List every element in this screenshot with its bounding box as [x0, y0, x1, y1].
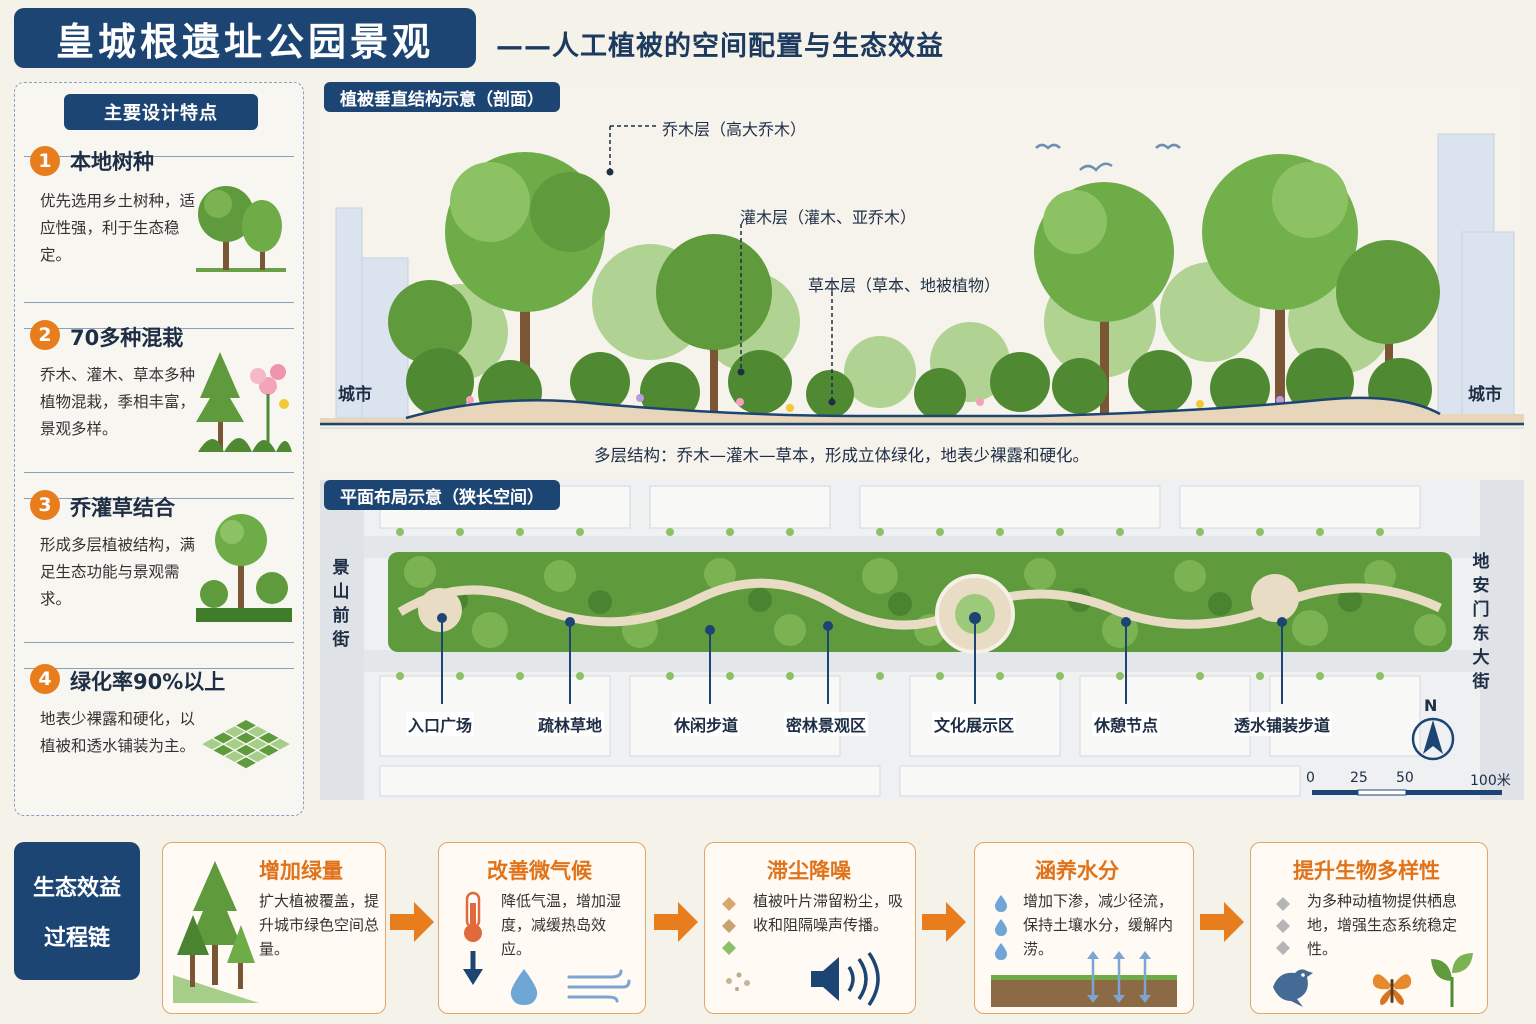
- feature-separator: [24, 156, 294, 157]
- feature-separator: [24, 302, 294, 303]
- benefit-card-dust-noise: 滞尘降噪 植被叶片滞留粉尘，吸收和阻隔噪声传播。: [704, 842, 916, 1014]
- benefit-chain-label: 生态效益 过程链: [14, 842, 140, 980]
- benefit-desc: 增加下渗，减少径流，保持土壤水分，缓解内涝。: [1023, 892, 1174, 958]
- feature-number-3: 3: [30, 490, 60, 520]
- benefit-title: 滞尘降噪: [767, 859, 851, 883]
- zone-rest-node: 休憩节点: [1092, 712, 1161, 736]
- benefit-card-green-volume: 增加绿量 扩大植被覆盖，提升城市绿色空间总量。: [162, 842, 386, 1014]
- arrow-right-icon: [922, 902, 966, 942]
- benefit-desc: 植被叶片滞留粉尘，吸收和阻隔噪声传播。: [753, 892, 904, 934]
- feature-desc-mixed-planting: 乔木、灌木、草本多种植物混栽，季相丰富，景观多样。: [40, 366, 196, 438]
- butterfly-icon: [1372, 974, 1412, 1005]
- arrow-right-icon: [390, 902, 434, 942]
- feature-desc-greening-rate: 地表少裸露和硬化，以植被和透水铺装为主。: [40, 710, 196, 755]
- feature-title-greening-rate: 绿化率90%以上: [70, 670, 226, 694]
- zone-entrance-plaza: 入口广场: [406, 712, 475, 736]
- native-trees-icon: [196, 186, 286, 272]
- arrow-right-icon: [654, 902, 698, 942]
- feature-separator: [24, 668, 294, 669]
- sprout-icon: [1431, 953, 1473, 1007]
- benefit-chain-line2: 过程链: [43, 926, 110, 951]
- zone-culture-display: 文化展示区: [932, 712, 1017, 736]
- scale-label-50: 50: [1396, 770, 1414, 786]
- section-heading: 植被垂直结构示意（剖面）: [324, 82, 560, 112]
- feature-desc-native-trees: 优先选用乡土树种，适应性强，利于生态稳定。: [40, 192, 196, 264]
- feature-title-native-trees: 本地树种: [70, 150, 154, 174]
- vegetation-section-diagram: [320, 82, 1524, 472]
- water-drop-bullets-icon: [994, 895, 1008, 960]
- benefit-desc: 为多种动植物提供栖息地，增强生态系统稳定性。: [1307, 892, 1458, 958]
- page-subtitle: ——人工植被的空间配置与生态效益: [496, 31, 944, 62]
- scale-label-100m: 100米: [1470, 773, 1511, 789]
- diamond-bullets-icon: [1276, 897, 1290, 955]
- scale-label-0: 0: [1306, 770, 1315, 786]
- zone-permeable-walk: 透水铺装步道: [1232, 712, 1333, 736]
- zone-dense-forest: 密林景观区: [784, 712, 869, 736]
- zone-leisure-walk: 休闲步道: [672, 712, 741, 736]
- section-caption: 多层结构：乔木—灌木—草本，形成立体绿化，地表少裸露和硬化。: [594, 446, 1089, 465]
- benefit-title: 涵养水分: [1035, 859, 1119, 883]
- page-title: 皇城根遗址公园景观: [14, 8, 476, 68]
- benefit-card-water-retention: 涵养水分 增加下渗，减少径流，保持土壤水分，缓解内涝。: [974, 842, 1194, 1014]
- feature-number-1: 1: [30, 146, 60, 176]
- street-east-label: 地安门东大街: [1472, 552, 1490, 692]
- city-left-label: 城市: [338, 385, 372, 405]
- speaker-sound-icon: [811, 952, 880, 1006]
- mixed-planting-icon: [196, 352, 292, 452]
- water-drop-icon: [510, 969, 538, 1005]
- scale-label-25: 25: [1350, 770, 1368, 786]
- plan-layout-map: [320, 480, 1524, 800]
- tree-layer-label: 乔木层（高大乔木）: [662, 120, 807, 139]
- feature-separator: [24, 472, 294, 473]
- layered-vegetation-icon: [196, 514, 292, 622]
- dust-particles-icon: [726, 972, 750, 991]
- benefit-card-microclimate: 改善微气候 降低气温，增加湿度，减缓热岛效应。: [438, 842, 646, 1014]
- herb-layer-label: 草本层（草本、地被植物）: [808, 276, 1001, 295]
- feature-separator: [24, 498, 294, 499]
- shrub-layer-label: 灌木层（灌木、亚乔木）: [740, 208, 917, 227]
- north-label: N: [1424, 696, 1438, 715]
- feature-number-2: 2: [30, 320, 60, 350]
- benefit-title: 提升生物多样性: [1293, 859, 1440, 883]
- wind-icon: [567, 969, 631, 1003]
- benefit-chain-line1: 生态效益: [32, 876, 121, 901]
- leaf-bullets-icon: [722, 897, 736, 955]
- benefit-desc: 降低气温，增加湿度，减缓热岛效应。: [501, 892, 622, 958]
- street-west-label: 景山前街: [332, 558, 350, 650]
- benefit-desc: 扩大植被覆盖，提升城市绿色空间总量。: [259, 892, 380, 958]
- feature-title-tree-shrub-grass: 乔灌草结合: [70, 496, 175, 520]
- bird-icon: [1273, 969, 1313, 1007]
- forest-icon: [173, 861, 259, 1003]
- arrow-right-icon: [1200, 902, 1244, 942]
- zone-sparse-lawn: 疏林草地: [536, 712, 605, 736]
- benefit-card-biodiversity: 提升生物多样性 为多种动植物提供栖息地，增强生态系统稳定性。: [1250, 842, 1488, 1014]
- feature-separator: [24, 328, 294, 329]
- thermometer-icon: [463, 891, 483, 985]
- benefit-title: 增加绿量: [259, 859, 343, 883]
- compass-icon: [1411, 717, 1455, 761]
- soil-infiltration-icon: [991, 951, 1177, 1007]
- benefit-title: 改善微气候: [487, 859, 592, 883]
- feature-desc-tree-shrub-grass: 形成多层植被结构，满足生态功能与景观需求。: [40, 536, 196, 608]
- city-right-label: 城市: [1468, 385, 1502, 405]
- permeable-paving-icon: [202, 720, 290, 769]
- feature-separator: [24, 642, 294, 643]
- feature-title-mixed-planting: 70多种混栽: [70, 326, 184, 350]
- design-features-heading: 主要设计特点: [64, 94, 258, 130]
- plan-heading: 平面布局示意（狭长空间）: [324, 480, 560, 510]
- feature-number-4: 4: [30, 664, 60, 694]
